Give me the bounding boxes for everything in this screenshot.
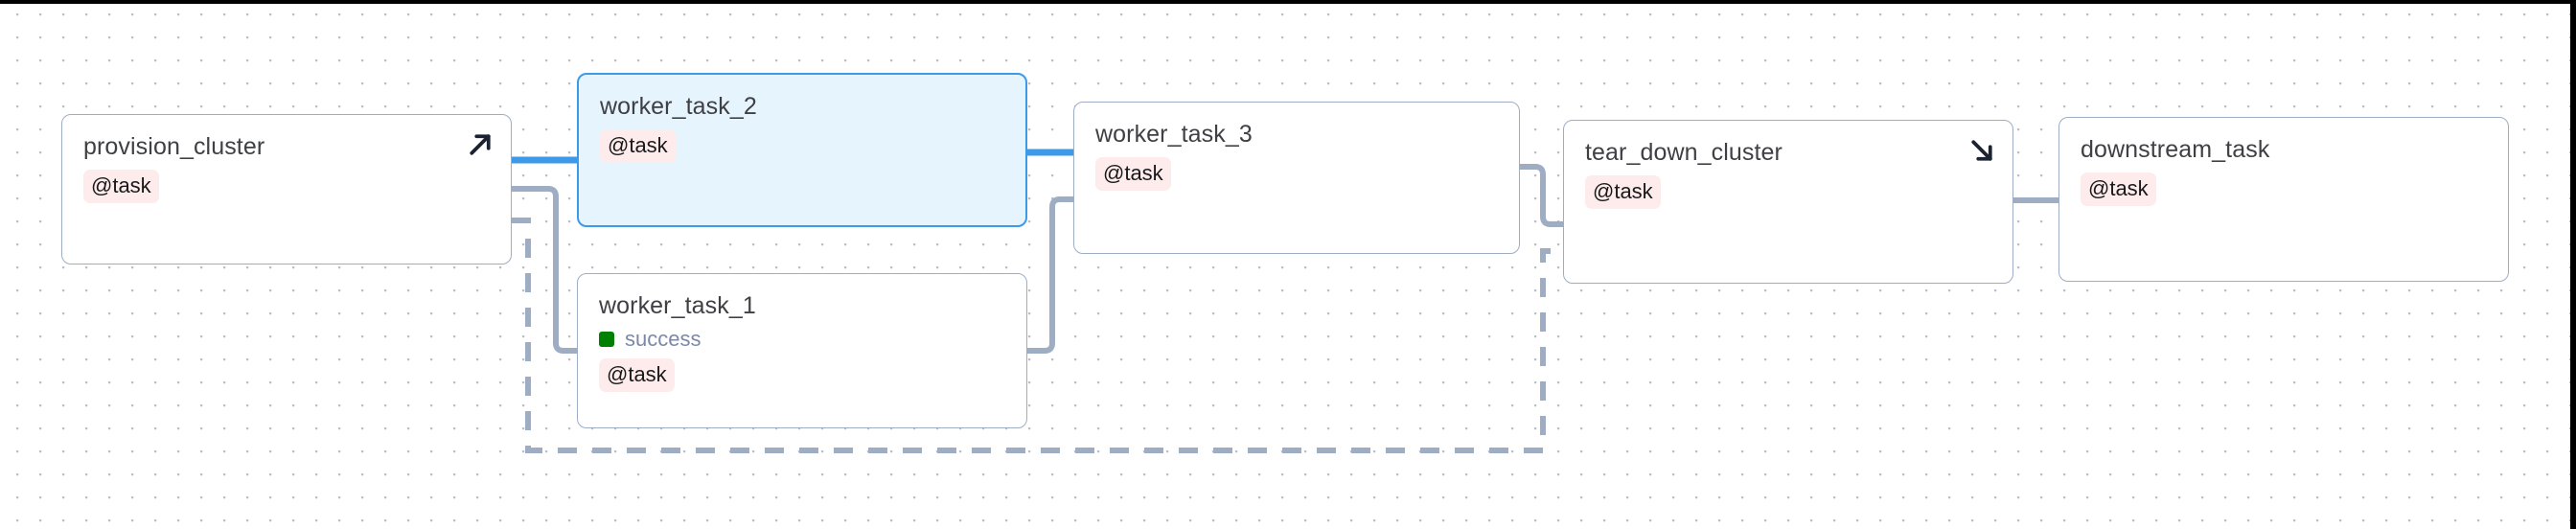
node-tear_down_cluster[interactable]: tear_down_cluster @task xyxy=(1563,120,2013,284)
edge-worker_task_1-worker_task_3[interactable] xyxy=(1027,196,1073,354)
task-decorator-badge: @task xyxy=(599,357,675,392)
task-decorator-badge: @task xyxy=(2081,172,2156,206)
edge-worker_task_3-tear_down_cluster[interactable] xyxy=(1520,164,1563,227)
node-badge-row: @task xyxy=(2081,172,2487,206)
node-badge-row: @task xyxy=(1585,174,1991,209)
node-title: tear_down_cluster xyxy=(1585,139,1782,166)
status-label: success xyxy=(625,326,702,351)
node-worker_task_1[interactable]: worker_task_1 success @task xyxy=(577,273,1027,428)
task-decorator-badge: @task xyxy=(1095,156,1171,191)
node-worker_task_2[interactable]: worker_task_2 @task xyxy=(577,73,1027,227)
task-decorator-badge: @task xyxy=(83,169,159,203)
node-title: worker_task_1 xyxy=(599,292,756,319)
arrow-down-right-icon[interactable] xyxy=(1967,136,1996,165)
node-title: downstream_task xyxy=(2081,136,2270,163)
edge-provision_cluster-worker_task_1[interactable] xyxy=(512,186,577,354)
arrow-up-right-icon[interactable] xyxy=(466,130,494,159)
node-worker_task_3[interactable]: worker_task_3 @task xyxy=(1073,102,1520,254)
node-title: worker_task_3 xyxy=(1095,121,1253,148)
node-badge-row: @task xyxy=(599,357,1005,392)
node-badge-row: @task xyxy=(83,169,490,203)
node-provision_cluster[interactable]: provision_cluster @task xyxy=(61,114,512,264)
node-title: provision_cluster xyxy=(83,133,265,160)
node-status-row: success xyxy=(599,326,1005,351)
status-success-swatch-icon xyxy=(599,331,614,347)
task-decorator-badge: @task xyxy=(600,128,676,163)
node-downstream_task[interactable]: downstream_task @task xyxy=(2058,117,2509,282)
node-title: worker_task_2 xyxy=(600,93,757,120)
node-badge-row: @task xyxy=(600,128,1004,163)
task-decorator-badge: @task xyxy=(1585,174,1661,209)
node-badge-row: @task xyxy=(1095,156,1498,191)
